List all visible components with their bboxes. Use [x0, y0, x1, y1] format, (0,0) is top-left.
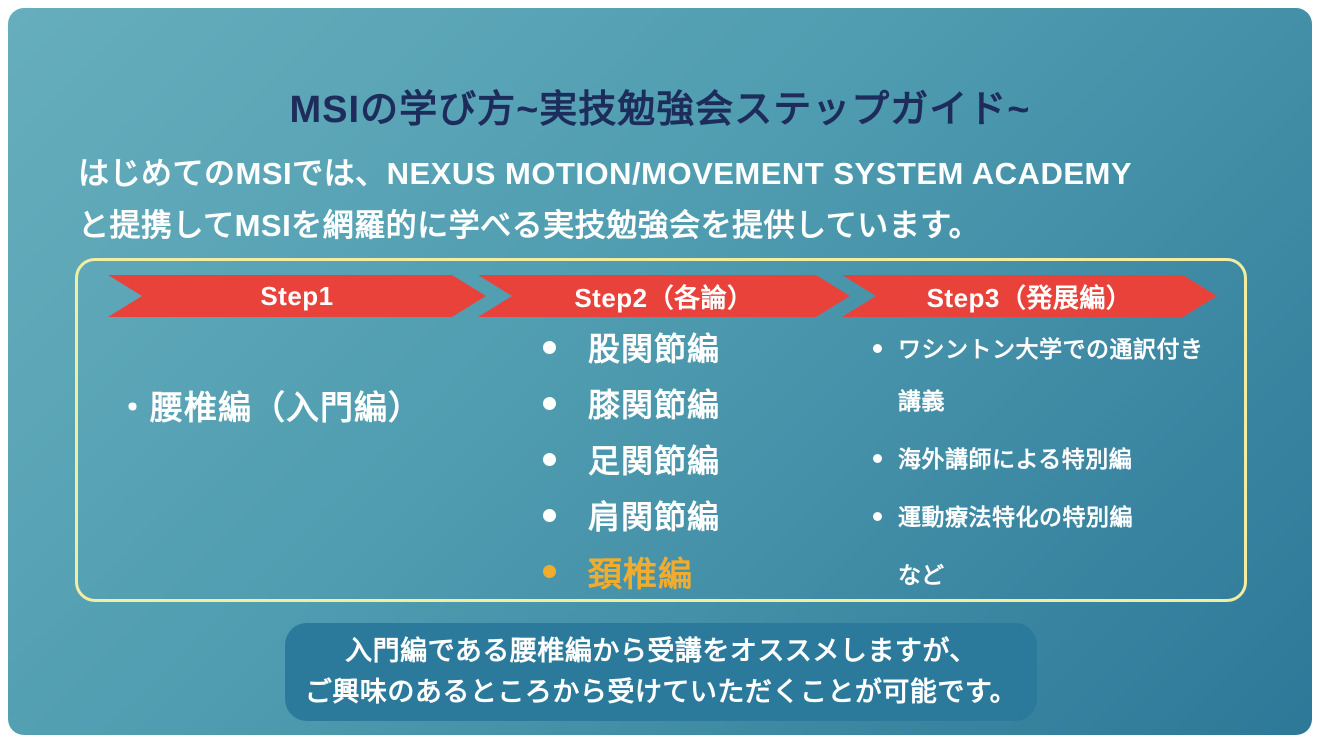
step1-item: ・腰椎編（入門編） [116, 389, 422, 426]
step2-list-item: 肩関節編 [543, 487, 843, 543]
bullet-dot-icon [873, 454, 882, 463]
bullet-dot-icon [543, 452, 556, 466]
step2-item-label: 頚椎編 [588, 555, 693, 594]
step1-label: Step1 [260, 280, 334, 311]
slide: MSIの学び方~実技勉強会ステップガイド~ はじめてのMSIでは、NEXUS M… [8, 8, 1312, 735]
step2-item-list: 股関節編 膝関節編 足関節編 肩関節編 頚椎編 [543, 319, 843, 599]
step3-item-label: 運動療法特化の特別編 [898, 504, 1133, 530]
step3-item-label: ワシントン大学での通訳付き講義 [898, 336, 1204, 414]
step3-label: Step3（発展編） [926, 282, 1133, 313]
bullet-dot-icon [543, 396, 556, 410]
step3-list-item: 運動療法特化の特別編 [873, 491, 1218, 543]
intro-line-1: はじめてのMSIでは、NEXUS MOTION/MOVEMENT SYSTEM … [78, 156, 1133, 191]
step3-arrow-banner: Step3（発展編） [842, 275, 1217, 317]
step3-list-item: ワシントン大学での通訳付き講義 [873, 323, 1218, 427]
intro-line-2: と提携してMSIを網羅的に学べる実技勉強会を提供しています。 [78, 208, 981, 243]
step2-list-item: 足関節編 [543, 431, 843, 487]
footer-note-line-1: 入門編である腰椎編から受講をオススメしますが、 [345, 636, 977, 666]
step2-list-item: 膝関節編 [543, 375, 843, 431]
step3-item-list: ワシントン大学での通訳付き講義 海外講師による特別編 運動療法特化の特別編 など [873, 323, 1218, 601]
bullet-dot-icon [543, 340, 556, 354]
step2-item-label: 股関節編 [588, 331, 721, 367]
bullet-dot-icon [873, 344, 882, 353]
step2-item-label: 膝関節編 [588, 387, 721, 423]
bullet-dot-icon [543, 508, 556, 522]
steps-box: Step1 Step2（各論） Step3（発展編） ・腰椎編（入門編） 股関節… [75, 258, 1247, 602]
step2-list-item-highlighted: 頚椎編 [543, 543, 843, 599]
footer-note-box: 入門編である腰椎編から受講をオススメしますが、 ご興味のあるところから受けていた… [285, 623, 1037, 721]
step3-list-item: 海外講師による特別編 [873, 433, 1218, 485]
bullet-dot-icon [543, 564, 556, 578]
step1-arrow-banner: Step1 [108, 275, 486, 317]
step2-arrow-banner: Step2（各論） [478, 275, 850, 317]
step2-item-label: 肩関節編 [588, 499, 721, 535]
step3-etc-label: など [898, 562, 944, 588]
step2-item-label: 足関節編 [588, 443, 721, 479]
footer-note-line-2: ご興味のあるところから受けていただくことが可能です。 [304, 677, 1018, 707]
bullet-dot-icon [873, 512, 882, 521]
step2-label: Step2（各論） [574, 282, 754, 313]
step3-item-label: 海外講師による特別編 [898, 446, 1133, 472]
step2-list-item: 股関節編 [543, 319, 843, 375]
slide-title: MSIの学び方~実技勉強会ステップガイド~ [289, 89, 1031, 131]
